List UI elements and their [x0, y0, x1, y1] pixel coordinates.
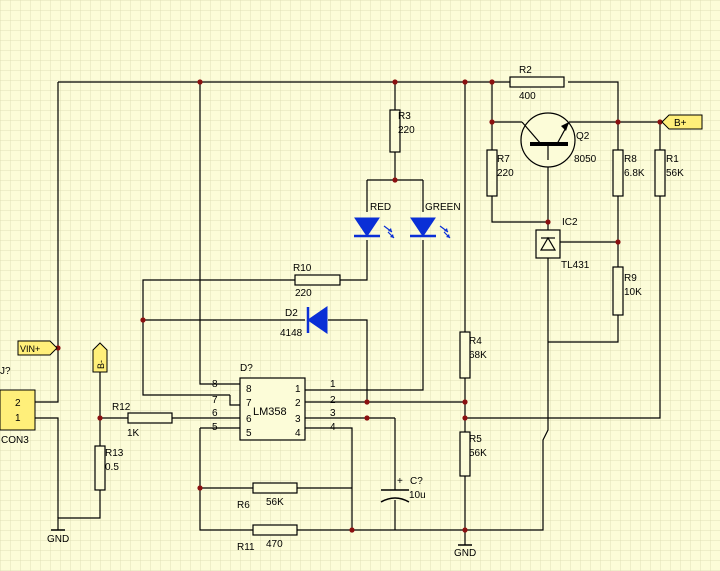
resistor-r5: R5 56K: [459, 431, 487, 477]
ground-right: GND: [454, 544, 476, 559]
r7-value: 220: [497, 168, 514, 179]
ic2-ref: IC2: [562, 217, 578, 228]
d2-ref: D2: [285, 308, 298, 319]
led-red: RED: [354, 202, 395, 239]
resistor-r3: R3 220: [389, 109, 415, 153]
r3-value: 220: [398, 125, 415, 136]
gnd-right-label: GND: [454, 548, 476, 559]
c-ref: C?: [410, 476, 423, 487]
pin-out-4: 4: [330, 422, 336, 433]
pin-in-1: 1: [295, 384, 301, 395]
resistor-r7: R7 220: [486, 149, 514, 197]
led-red-label: RED: [370, 202, 391, 213]
r4-value: 68K: [469, 350, 487, 361]
pin-in-7: 7: [246, 398, 252, 409]
resistor-r1: R1 56K: [654, 149, 684, 197]
pin-in-3: 3: [295, 414, 301, 425]
resistor-r8: R8 6.8K: [612, 149, 645, 197]
port-bminus-label: B-: [96, 360, 106, 369]
pin-out-2: 2: [330, 395, 336, 406]
resistor-r11: R11 470: [237, 524, 298, 553]
port-bminus: B-: [92, 342, 108, 373]
r11-value: 470: [266, 539, 283, 550]
resistor-r13: R13 0.5: [94, 445, 124, 491]
resistor-r2: R2 400: [509, 65, 565, 102]
diode-d2: D2 4148: [280, 306, 328, 339]
resistor-r12: R12 1K: [112, 402, 173, 439]
q2-emitter-arrow: [561, 122, 569, 131]
opamp-ref: D?: [240, 363, 253, 374]
capacitor-c: + C? 10u: [380, 476, 426, 503]
j-value: CON3: [1, 435, 29, 446]
resistor-r4: R4 68K: [459, 331, 487, 379]
j-pin-1: 1: [15, 413, 21, 424]
c-value: 10u: [409, 490, 426, 501]
led-green: GREEN: [410, 202, 461, 239]
port-bplus: B+: [661, 114, 703, 130]
r2-value: 400: [519, 91, 536, 102]
wires: [35, 81, 662, 545]
port-bplus-label: B+: [674, 118, 687, 129]
r10-value: 220: [295, 288, 312, 299]
resistor-r10: R10 220: [293, 263, 341, 299]
r2-ref: R2: [519, 65, 532, 76]
resistor-r6: R6 56K: [237, 482, 298, 511]
r9-value: 10K: [624, 287, 642, 298]
r1-ref: R1: [666, 154, 679, 165]
pin-out-8: 8: [212, 379, 218, 390]
r10-ref: R10: [293, 263, 312, 274]
pin-in-2: 2: [295, 398, 301, 409]
r5-ref: R5: [469, 434, 482, 445]
pin-in-5: 5: [246, 428, 252, 439]
pin-out-6: 6: [212, 408, 218, 419]
pin-in-6: 6: [246, 414, 252, 425]
opamp-lm358: D? LM358 8 7 6 5 8 7 6 5 1 2 3 4 1 2 3 4: [212, 363, 336, 441]
transistor-q2: Q2 8050: [520, 112, 597, 168]
junctions: [55, 79, 663, 533]
r1-value: 56K: [666, 168, 684, 179]
r4-ref: R4: [469, 336, 482, 347]
pin-out-5: 5: [212, 422, 218, 433]
r12-ref: R12: [112, 402, 131, 413]
pin-in-8: 8: [246, 384, 252, 395]
connector-j: J? 2 1 CON3: [0, 366, 36, 446]
r6-value: 56K: [266, 497, 284, 508]
r5-value: 56K: [469, 448, 487, 459]
shunt-regulator-ic2: IC2 TL431: [535, 217, 590, 271]
r12-value: 1K: [127, 428, 140, 439]
j-pin-2: 2: [15, 398, 21, 409]
pin-out-3: 3: [330, 408, 336, 419]
port-vin: VIN+: [17, 340, 58, 356]
r7-ref: R7: [497, 154, 510, 165]
r13-ref: R13: [105, 448, 124, 459]
ground-left: GND: [47, 529, 69, 545]
r11-ref: R11: [237, 542, 255, 553]
q2-value: 8050: [574, 154, 597, 165]
r9-ref: R9: [624, 273, 637, 284]
j-ref: J?: [0, 366, 11, 377]
ic2-value: TL431: [561, 260, 590, 271]
r13-value: 0.5: [105, 462, 119, 473]
led-green-label: GREEN: [425, 202, 461, 213]
pin-out-7: 7: [212, 395, 218, 406]
r8-value: 6.8K: [624, 168, 645, 179]
pin-out-1: 1: [330, 379, 336, 390]
pin-in-4: 4: [295, 428, 301, 439]
r6-ref: R6: [237, 500, 250, 511]
d2-value: 4148: [280, 328, 303, 339]
r8-ref: R8: [624, 154, 637, 165]
resistor-r9: R9 10K: [612, 266, 642, 316]
c-polarity: +: [397, 476, 403, 487]
r3-ref: R3: [398, 111, 411, 122]
gnd-left-label: GND: [47, 534, 69, 545]
opamp-value: LM358: [253, 406, 287, 418]
port-vin-label: VIN+: [20, 344, 40, 354]
q2-ref: Q2: [576, 131, 590, 142]
